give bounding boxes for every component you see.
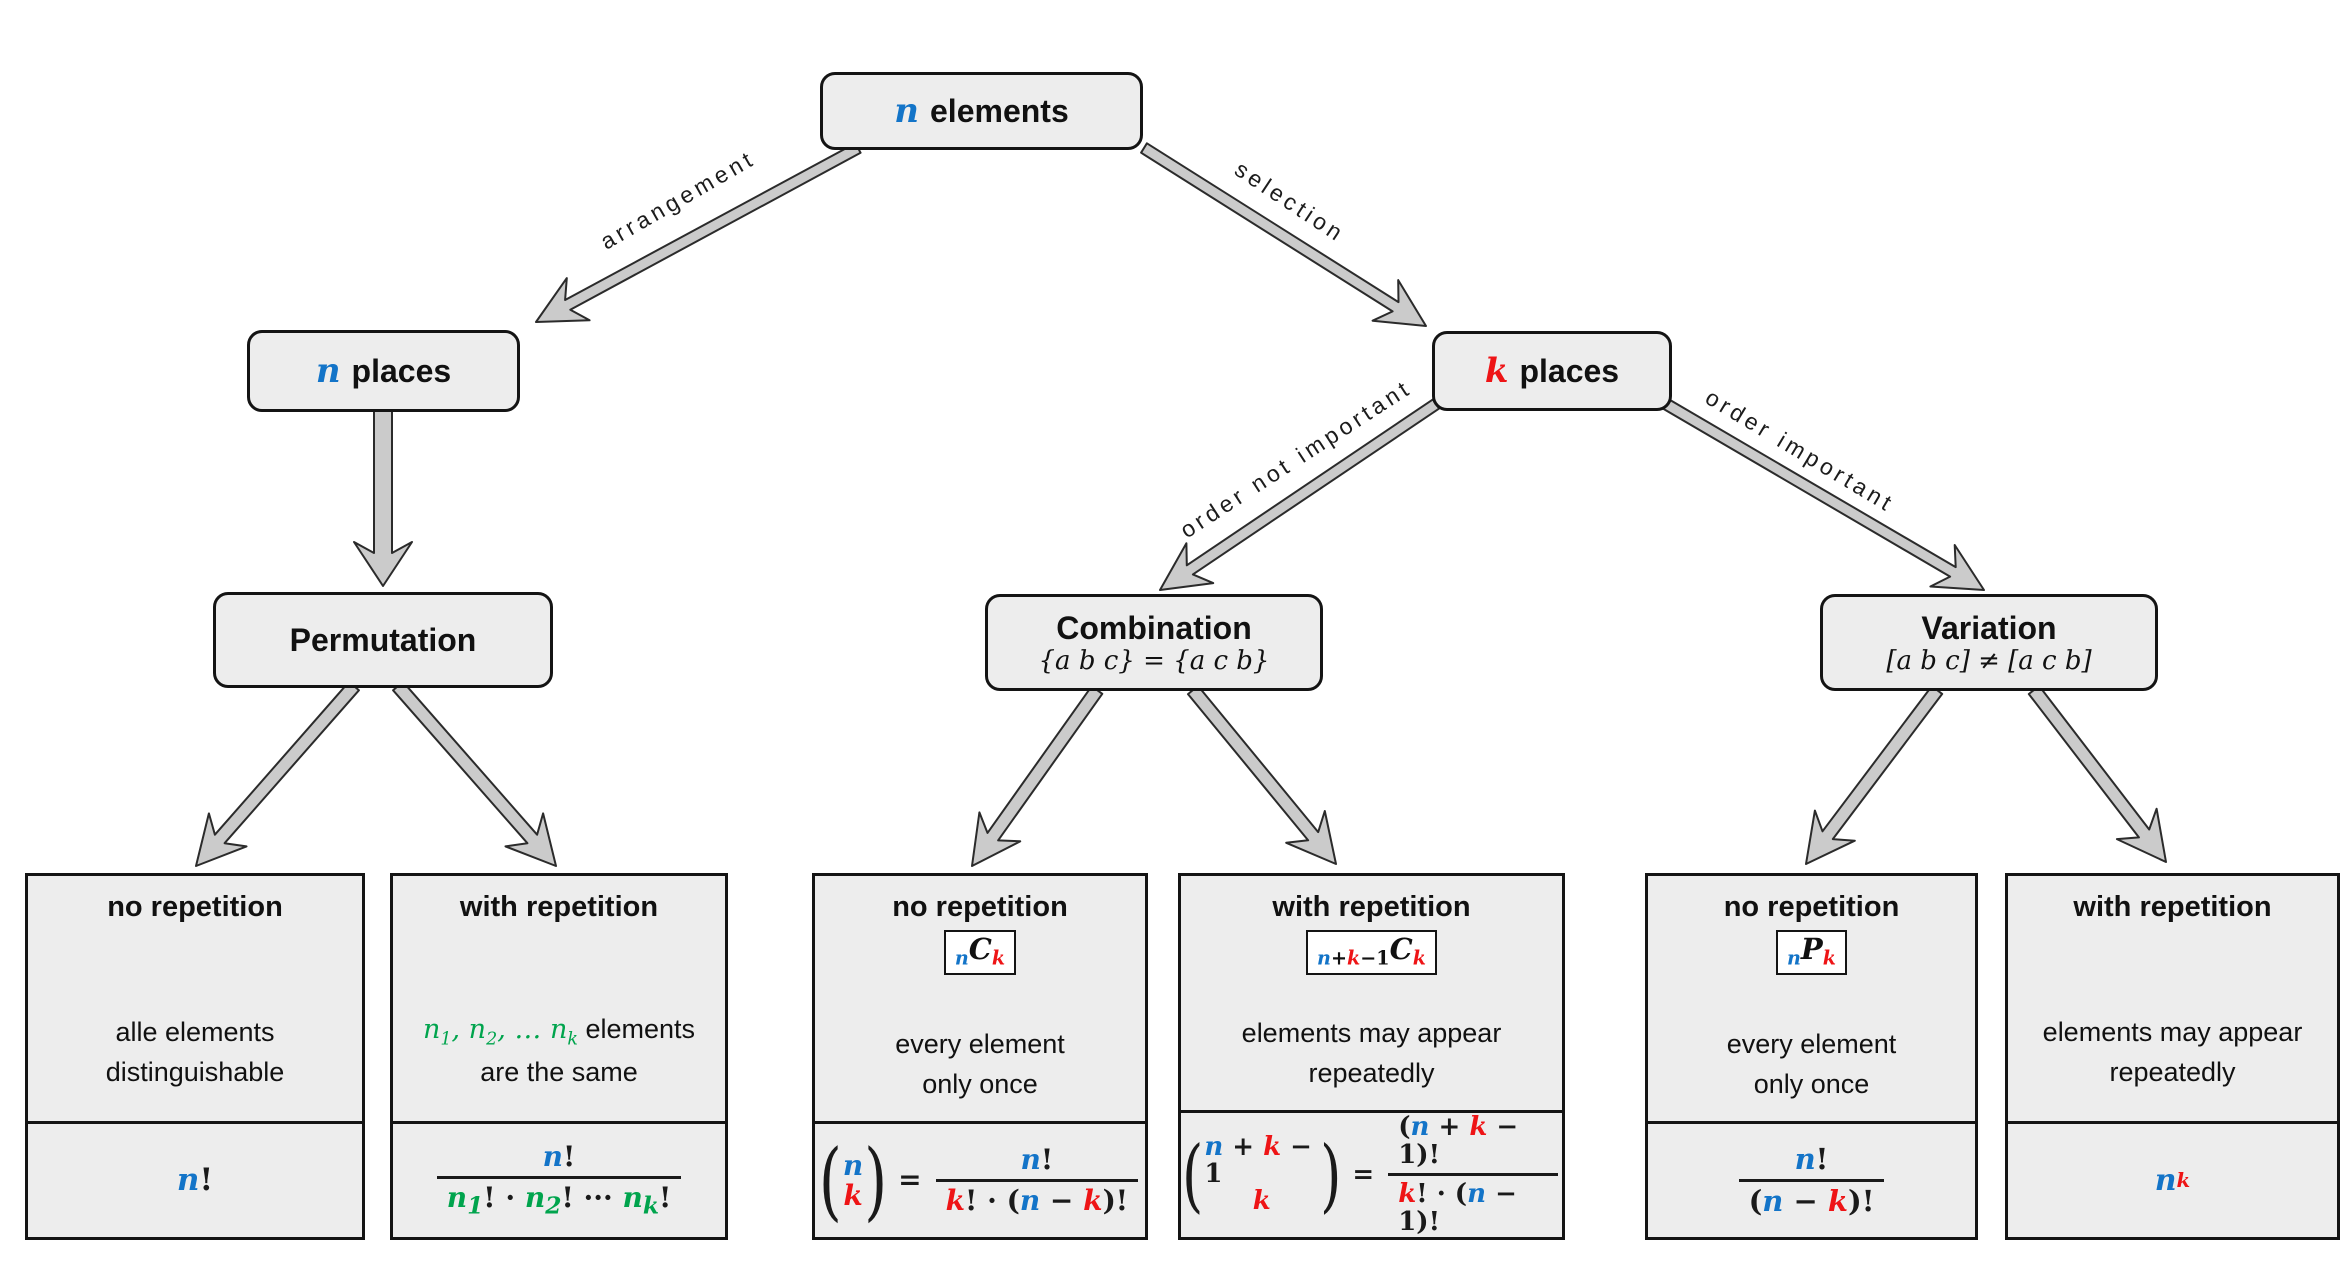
leaf-variation-no-repetition: no repetition nPk every element only onc… <box>1645 873 1978 1240</box>
node-n-elements-label: n elements <box>894 91 1069 131</box>
badge-nCk: nCk <box>943 930 1017 975</box>
node-variation-subtitle: [a b c] ≠ [a c b] <box>1886 645 2092 676</box>
connector-arrow <box>1187 684 1337 865</box>
leaf-permutation-with-repetition: with repetition n1, n2, … nk elements ar… <box>390 873 728 1240</box>
fraction: n! n1! · n2! ··· nk! <box>436 1141 682 1219</box>
formula-multinomial: n! n1! · n2! ··· nk! <box>433 1141 686 1219</box>
leaf-variation-with-repetition: with repetition elements may appear repe… <box>2005 873 2340 1240</box>
leaf-title: with repetition <box>459 891 659 923</box>
leaf-description: every element only once <box>1726 1029 1897 1100</box>
leaf-combination-with-repetition: with repetition n+k−1Ck elements may app… <box>1178 873 1565 1240</box>
node-permutation-title: Permutation <box>289 622 477 658</box>
formula-partial-permutation: n! (n − k)! <box>1735 1143 1889 1218</box>
leaf-title: with repetition <box>1272 891 1471 923</box>
leaf-description: n1, n2, … nk elements are the same <box>422 1013 696 1088</box>
connector-arrow <box>392 680 557 867</box>
connector-arrow <box>1662 398 1985 591</box>
leaf-description: elements may appear repeatedly <box>1241 1017 1502 1088</box>
connector-arrow <box>1159 398 1441 591</box>
badge-nPk: nPk <box>1776 930 1847 975</box>
node-combination: Combination {a b c} = {a c b} <box>985 594 1323 691</box>
connector-arrow <box>353 409 413 587</box>
leaf-description: every element only once <box>895 1029 1065 1100</box>
fraction: n! k! · (n − k)! <box>935 1144 1139 1217</box>
formula-binomial-repetition: ( n + k − 1 k ) = (n + k − 1)! k! · (n −… <box>1181 1112 1562 1237</box>
fraction: (n + k − 1)! k! · (n − 1)! <box>1388 1112 1558 1237</box>
leaf-combination-no-repetition: no repetition nCk every element only onc… <box>812 873 1148 1240</box>
binomial-coefficient: ( n + k − 1 k ) <box>1182 1128 1342 1222</box>
connector-arrow <box>535 142 862 323</box>
leaf-title: no repetition <box>107 891 283 923</box>
connector-arrow <box>971 685 1104 867</box>
node-k-places-label: k places <box>1484 351 1620 391</box>
badge-n-plus-k-minus-1-Ck: n+k−1Ck <box>1306 930 1437 975</box>
node-variation: Variation [a b c] ≠ [a c b] <box>1820 594 2158 691</box>
node-combination-subtitle: {a b c} = {a c b} <box>1038 645 1270 676</box>
node-n-places-label: n places <box>315 351 452 391</box>
connector-arrow <box>1805 685 1944 865</box>
node-n-elements: n elements <box>820 72 1143 150</box>
node-combination-title: Combination <box>1056 609 1252 646</box>
leaf-description: elements may appear repeatedly <box>2042 1017 2303 1088</box>
fraction: n! (n − k)! <box>1738 1143 1885 1218</box>
node-n-places: n places <box>247 330 520 412</box>
node-variation-title: Variation <box>1921 609 2057 646</box>
math-n: n <box>894 91 919 131</box>
node-permutation: Permutation <box>213 592 553 688</box>
node-k-places: k places <box>1432 331 1672 411</box>
leaf-title: no repetition <box>892 891 1068 923</box>
math-n: n <box>315 351 341 391</box>
leaf-description: alle elements distinguishable <box>105 1017 285 1088</box>
math-k: k <box>1484 351 1509 391</box>
connector-arrow <box>1140 142 1427 327</box>
connector-arrow <box>2027 685 2167 863</box>
math-n1-n2-nk: n1, n2, … nk <box>422 1013 578 1050</box>
formula-n-factorial: n! <box>176 1162 214 1199</box>
leaf-permutation-no-repetition: no repetition alle elements distinguisha… <box>25 873 365 1240</box>
connector-arrow <box>195 680 360 867</box>
leaf-title: with repetition <box>2073 891 2272 923</box>
leaf-title: no repetition <box>1723 891 1900 923</box>
